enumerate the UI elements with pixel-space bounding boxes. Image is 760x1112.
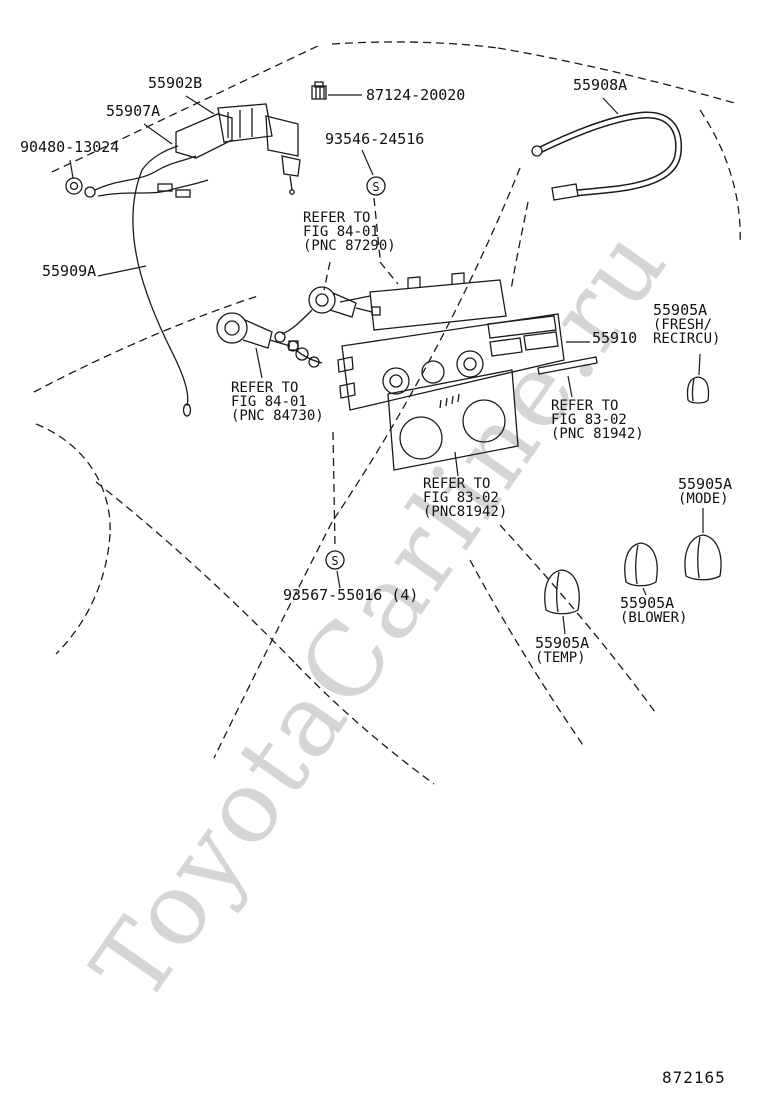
refer-note-line: REFER TO bbox=[303, 210, 371, 226]
refer-note-line: FIG 84-01 bbox=[303, 224, 379, 240]
screw-marker-s-top: S bbox=[366, 176, 386, 196]
knob-label-line: (MODE) bbox=[678, 491, 729, 507]
refer-note-pnc-87290: REFER TO FIG 84-01 (PNC 87290) bbox=[303, 211, 396, 253]
knob-label-line: (BLOWER) bbox=[620, 610, 688, 626]
s-marker-text: S bbox=[331, 554, 338, 568]
refer-note-pnc-84730: REFER TO FIG 84-01 (PNC 84730) bbox=[231, 381, 324, 423]
knob-label-line: (TEMP) bbox=[535, 650, 586, 666]
knob-label-line: RECIRCU) bbox=[653, 331, 721, 347]
knob-label-mode: 55905A (MODE) bbox=[678, 475, 733, 507]
refer-note-line: REFER TO bbox=[231, 380, 299, 396]
knob-fresh-recircu bbox=[686, 376, 710, 404]
refer-note-line: FIG 84-01 bbox=[231, 394, 307, 410]
harness-55907A bbox=[65, 145, 209, 417]
part-label-87124-20020: 87124-20020 bbox=[366, 86, 466, 104]
refer-note-pnc-81942-center: REFER TO FIG 83-02 (PNC81942) bbox=[423, 477, 507, 519]
refer-note-line: (PNC 87290) bbox=[303, 238, 396, 254]
knob-label-line: 55905A bbox=[678, 475, 733, 493]
part-label-90480-13024: 90480-13024 bbox=[20, 138, 120, 156]
knob-label-line: (FRESH/ bbox=[653, 317, 713, 333]
s-marker-text: S bbox=[372, 180, 379, 194]
leader-lines bbox=[69, 94, 704, 635]
refer-note-line: FIG 83-02 bbox=[423, 490, 499, 506]
part-label-55909A: 55909A bbox=[42, 262, 97, 280]
control-unit-55910 bbox=[337, 272, 598, 471]
knob-label-fresh-recircu: 55905A (FRESH/ RECIRCU) bbox=[653, 301, 721, 347]
refer-note-line: (PNC 84730) bbox=[231, 408, 324, 424]
knob-label-line: 55905A bbox=[653, 301, 708, 319]
cable-55908A bbox=[531, 111, 683, 201]
screw-marker-s-bottom: S bbox=[325, 550, 345, 570]
refer-note-line: (PNC81942) bbox=[423, 504, 508, 520]
knob-label-line: 55905A bbox=[535, 634, 590, 652]
dashboard-outline bbox=[33, 41, 741, 785]
part-label-55908A: 55908A bbox=[573, 76, 628, 94]
refer-note-line: REFER TO bbox=[551, 398, 619, 414]
knob-label-line: 55905A bbox=[620, 594, 675, 612]
part-label-55910: 55910 bbox=[592, 329, 638, 347]
connector-87124 bbox=[311, 81, 327, 100]
refer-note-line: REFER TO bbox=[423, 476, 491, 492]
part-label-55907A: 55907A bbox=[106, 102, 161, 120]
diagram-number: 872165 bbox=[662, 1068, 726, 1087]
knobs-bottom bbox=[544, 534, 722, 615]
knob-label-temp: 55905A (TEMP) bbox=[535, 634, 590, 666]
switches-left bbox=[216, 286, 381, 368]
knob-label-blower: 55905A (BLOWER) bbox=[620, 594, 688, 626]
part-label-93546-24516: 93546-24516 bbox=[325, 130, 425, 148]
refer-note-line: FIG 83-02 bbox=[551, 412, 627, 428]
part-label-55902B: 55902B bbox=[148, 74, 203, 92]
refer-note-line: (PNC 81942) bbox=[551, 426, 644, 442]
unit-55902B bbox=[175, 103, 301, 195]
refer-note-pnc-81942-right: REFER TO FIG 83-02 (PNC 81942) bbox=[551, 399, 644, 441]
part-label-93567-55016: 93567-55016 (4) bbox=[283, 586, 419, 604]
